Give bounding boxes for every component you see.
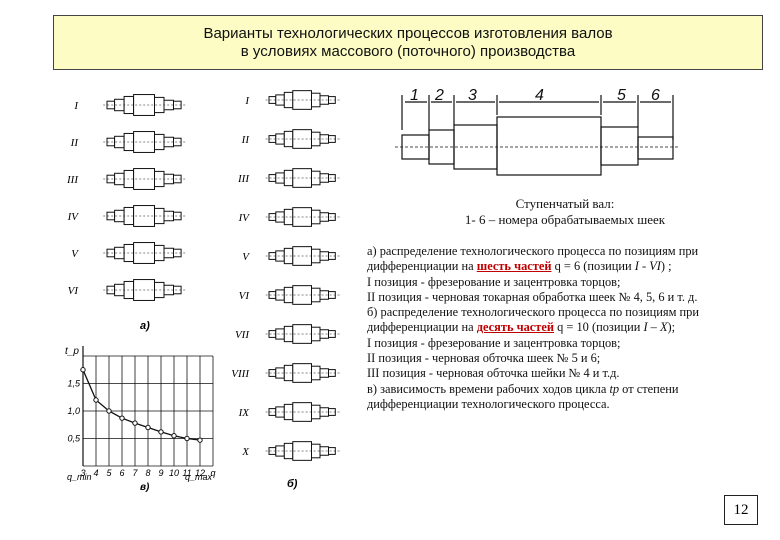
figure-b-row: IV bbox=[238, 207, 341, 227]
chart-xtick-label: 3 bbox=[80, 468, 85, 478]
chart-series-line bbox=[82, 369, 201, 441]
chart-point bbox=[145, 424, 151, 431]
chart-xlabel-max: q_max bbox=[185, 472, 213, 482]
figure-b-row-label: X bbox=[241, 446, 250, 458]
figure-b-row: II bbox=[241, 129, 341, 149]
text-line-11: дифференциации технологического процесса… bbox=[367, 396, 610, 411]
figure-b-row: III bbox=[237, 168, 341, 188]
figure-a-row: I bbox=[73, 94, 187, 116]
figure-a-row: II bbox=[70, 131, 187, 153]
figure-a-row: IV bbox=[67, 205, 187, 227]
figure-b-row: V bbox=[242, 246, 341, 266]
figure-a-row: V bbox=[71, 242, 187, 264]
chart-point bbox=[184, 435, 190, 442]
chart-point bbox=[197, 437, 203, 443]
chart-ytick-label: 1,0 bbox=[67, 406, 80, 416]
chart-point bbox=[119, 415, 125, 421]
shaft-label-6: 6 bbox=[651, 87, 660, 104]
chart-point bbox=[171, 433, 177, 439]
figure-b-row: VI bbox=[239, 285, 341, 305]
text-line-9: III позиция - черновая обточка шейки № 4… bbox=[367, 366, 620, 381]
chart-panel-label: в) bbox=[140, 482, 150, 493]
figure-b-label: б) bbox=[287, 478, 298, 490]
chart-points bbox=[80, 367, 203, 443]
figure-b-row: VII bbox=[235, 324, 341, 344]
figure-b-row-label: VIII bbox=[231, 368, 250, 380]
figure-a-row-label: VI bbox=[68, 285, 80, 297]
text-line-3: I позиция - фрезерование и зацентровка т… bbox=[367, 274, 621, 289]
highlight-ten-parts: десять частей bbox=[476, 320, 555, 335]
title-line-1: Варианты технологических процессов изгот… bbox=[203, 25, 613, 42]
figure-b-row-label: VI bbox=[239, 290, 251, 302]
chart-xtick-label: q bbox=[210, 468, 215, 478]
text-line-10: в) зависимость времени рабочих ходов цик… bbox=[367, 381, 679, 396]
page-number: 12 bbox=[724, 495, 758, 525]
shaft-caption-1: Ступенчатый вал: bbox=[515, 196, 615, 211]
figure-b-row: IX bbox=[238, 402, 341, 422]
figure-b-row-label: III bbox=[237, 173, 250, 185]
chart-ylabel: t_p bbox=[65, 346, 79, 357]
chart-xtick-label: 5 bbox=[106, 468, 112, 478]
text-line-7: I позиция - фрезерование и зацентровка т… bbox=[367, 335, 621, 350]
figure-a-row-label: III bbox=[66, 174, 79, 186]
figure-a-row-label: V bbox=[71, 248, 79, 260]
shaft-label-2: 2 bbox=[434, 87, 444, 104]
stepped-shaft-drawing: 1 2 3 4 5 6 bbox=[395, 87, 680, 176]
figure-b-row-label: II bbox=[241, 134, 251, 146]
chart-grid bbox=[82, 346, 214, 467]
shaft-label-5: 5 bbox=[617, 87, 626, 104]
chart-xtick-label: 6 bbox=[119, 468, 124, 478]
figure-b-row-label: IV bbox=[238, 212, 251, 224]
chart-point bbox=[132, 420, 138, 426]
text-line-2: дифференциации на шесть частей q = 6 (по… bbox=[367, 259, 672, 274]
figure-b-row: I bbox=[244, 90, 341, 110]
chart-point bbox=[158, 429, 164, 435]
figure-a-row: III bbox=[66, 168, 187, 190]
text-line-1: а) распределение технологического процес… bbox=[367, 244, 699, 258]
slide-title: Варианты технологических процессов изгот… bbox=[53, 15, 763, 70]
figure-a-label: а) bbox=[140, 320, 150, 332]
chart-point bbox=[80, 367, 86, 373]
chart-xtick-label: 9 bbox=[158, 468, 163, 478]
chart-xtick-label: 10 bbox=[169, 468, 179, 478]
chart-ytick-label: 0,5 bbox=[67, 434, 81, 444]
text-line-4: II позиция - черновая токарная обработка… bbox=[367, 289, 698, 304]
description-text: а) распределение технологического процес… bbox=[367, 244, 757, 412]
text-line-6: дифференциации на десять частей q = 10 (… bbox=[367, 320, 676, 335]
figure-b-row: X bbox=[241, 441, 341, 461]
chart-point bbox=[93, 397, 99, 403]
chart-xlabel-min: q_min bbox=[67, 472, 92, 482]
chart-point bbox=[106, 408, 112, 414]
shaft-caption-2: 1- 6 – номера обрабатываемых шеек bbox=[464, 212, 666, 227]
figure-a-row-label: IV bbox=[67, 211, 80, 223]
shaft-label-1: 1 bbox=[410, 87, 419, 104]
title-line-2: в условиях массового (поточного) произво… bbox=[240, 43, 576, 60]
figure-b-row: VIII bbox=[231, 363, 341, 383]
figure-a-row-label: II bbox=[70, 137, 80, 149]
figure-a-row: VI bbox=[68, 279, 187, 301]
chart-xtick-label: 8 bbox=[145, 468, 150, 478]
figure-b-row-label: VII bbox=[235, 329, 250, 341]
figure-b-row-label: I bbox=[244, 95, 250, 107]
highlight-six-parts: шесть частей bbox=[476, 259, 552, 274]
chart-xtick-label: 12 bbox=[195, 468, 205, 478]
chart-xtick-label: 7 bbox=[132, 468, 138, 478]
shaft-label-3: 3 bbox=[468, 87, 477, 104]
chart-xtick-label: 11 bbox=[182, 468, 191, 478]
text-line-5: б) распределение технологического процес… bbox=[367, 305, 699, 320]
figure-b-row-label: V bbox=[242, 251, 250, 263]
text-line-8: II позиция - черновая обточка шеек № 5 и… bbox=[367, 351, 601, 366]
chart-xtick-label: 4 bbox=[93, 468, 98, 478]
figure-a-row-label: I bbox=[73, 100, 79, 112]
chart-ytick-label: 1,5 bbox=[67, 379, 81, 389]
shaft-label-4: 4 bbox=[535, 87, 544, 104]
figure-b-row-label: IX bbox=[238, 407, 251, 419]
